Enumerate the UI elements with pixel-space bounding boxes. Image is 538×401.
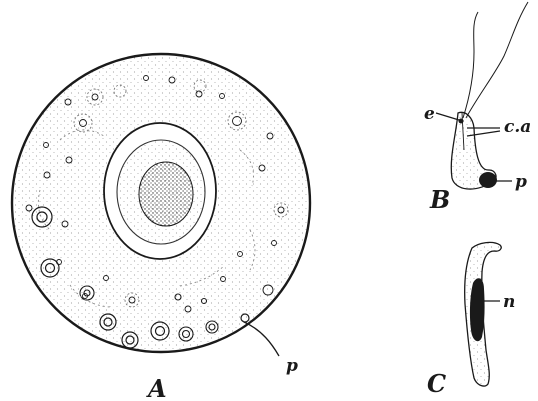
nucleus-dark-c	[470, 278, 485, 341]
caption-b: B	[429, 185, 450, 214]
pointer-line-p-a	[244, 322, 279, 356]
label-p-panel-b: p	[515, 172, 527, 192]
label-ca: c.a	[504, 117, 531, 137]
panel-c: n C	[427, 242, 515, 398]
label-e: e	[424, 104, 435, 124]
nucleolus	[139, 162, 193, 226]
panel-a: p A	[12, 54, 310, 401]
nucleus-dark-b	[479, 172, 497, 188]
flagellum	[463, 2, 528, 118]
caption-c: C	[427, 369, 446, 398]
label-p-panel-a: p	[286, 356, 298, 376]
label-n: n	[503, 292, 515, 312]
panel-b: e c.a p B	[424, 2, 531, 214]
caption-a: A	[146, 374, 167, 401]
pointer-dot-e	[459, 119, 464, 124]
